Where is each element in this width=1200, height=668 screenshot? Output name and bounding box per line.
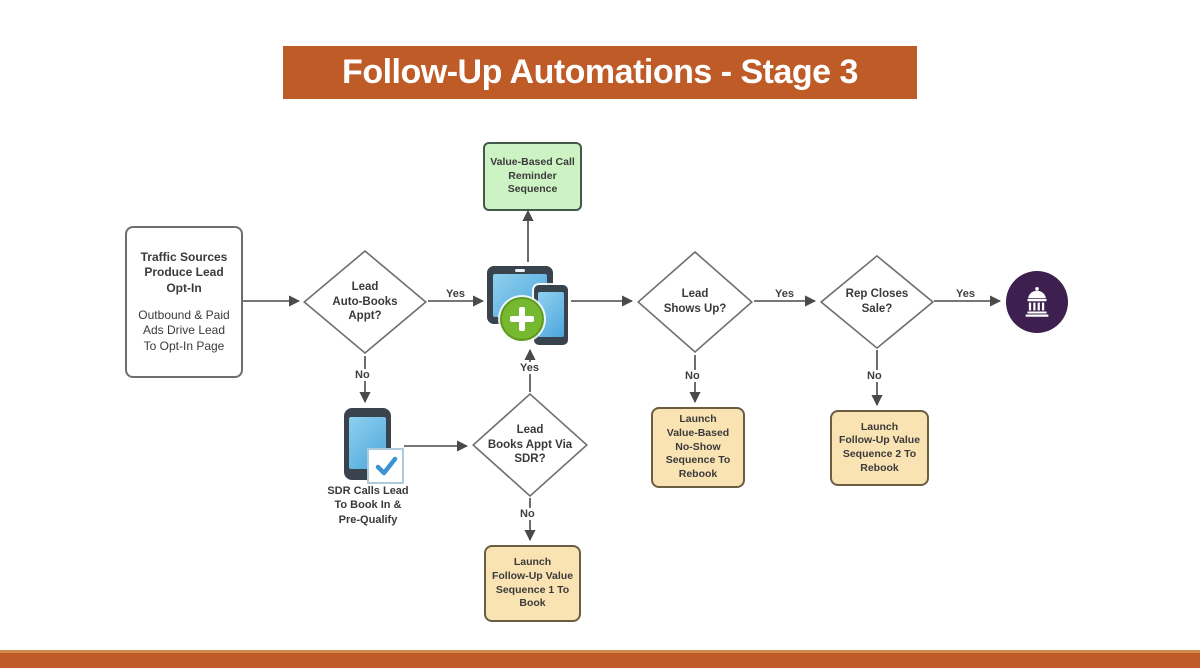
edge-label-yes: Yes: [518, 362, 541, 374]
node-launch-sequence-1: Launch Follow-Up Value Sequence 1 To Boo…: [484, 545, 581, 622]
checkmark-icon: [375, 456, 397, 476]
decision-label: Lead Auto-Books Appt?: [332, 280, 398, 323]
tablet-phone-add-icon: [487, 264, 569, 346]
edge-label-no: No: [865, 370, 884, 382]
decision-lead-shows-up: Lead Shows Up?: [637, 251, 753, 353]
decision-label: Lead Shows Up?: [663, 288, 727, 315]
decision-lead-auto-books: Lead Auto-Books Appt?: [303, 250, 427, 354]
node-launch-noshow-sequence: Launch Value-Based No-Show Sequence To R…: [651, 407, 745, 488]
caption-sdr-calls: SDR Calls Lead To Book In & Pre-Qualify: [327, 485, 409, 526]
phone-check-icon: [344, 406, 406, 484]
decision-label: Rep Closes Sale?: [845, 288, 909, 315]
node-value-call-reminder: Value-Based Call Reminder Sequence: [483, 142, 582, 211]
diamond-shape: [303, 250, 427, 354]
add-circle-icon: [500, 297, 544, 341]
footer-bar: [0, 650, 1200, 668]
tablet-camera-dot: [515, 269, 525, 272]
bank-icon: [1025, 287, 1049, 317]
page-title: Follow-Up Automations - Stage 3: [283, 46, 917, 99]
node-traffic-sources: Traffic Sources Produce Lead Opt-In Outb…: [125, 226, 243, 378]
diamond-shape: [637, 251, 753, 353]
diamond-shape: [472, 393, 588, 497]
decision-rep-closes-sale: Rep Closes Sale?: [820, 255, 934, 349]
edge-label-yes: Yes: [773, 288, 796, 300]
decision-label: Lead Books Appt Via SDR?: [487, 423, 573, 466]
edge-label-no: No: [353, 369, 372, 381]
closed-sale-endpoint: [1006, 271, 1068, 333]
edge-label-no: No: [518, 508, 537, 520]
node-launch-sequence-2: Launch Follow-Up Value Sequence 2 To Reb…: [830, 410, 929, 486]
decision-books-via-sdr: Lead Books Appt Via SDR?: [472, 393, 588, 497]
edge-label-yes: Yes: [444, 288, 467, 300]
edge-label-yes: Yes: [954, 288, 977, 300]
edge-label-no: No: [683, 370, 702, 382]
diamond-shape: [820, 255, 934, 349]
node-traffic-body: Outbound & Paid Ads Drive Lead To Opt-In…: [138, 307, 230, 353]
node-traffic-title: Traffic Sources Produce Lead Opt-In: [140, 249, 228, 295]
check-badge-icon: [367, 448, 404, 484]
